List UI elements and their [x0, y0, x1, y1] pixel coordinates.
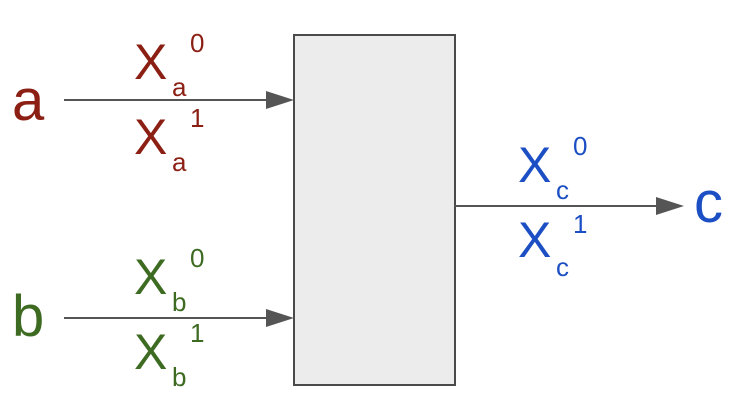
- wire-c: [455, 197, 684, 215]
- label-a-0: X a 0: [134, 28, 204, 102]
- label-b-1-sub: b: [172, 362, 186, 392]
- label-a-1: X a 1: [134, 103, 204, 177]
- label-a-0-sup: 0: [190, 28, 204, 58]
- label-c-0-sup: 0: [573, 131, 587, 161]
- label-b-0: X b 0: [134, 243, 204, 317]
- label-a-1-base: X: [134, 109, 167, 165]
- label-b-0-sup: 0: [190, 243, 204, 273]
- label-c-0-base: X: [518, 137, 551, 193]
- arrowhead-a-icon: [266, 91, 294, 109]
- arrowhead-c-icon: [656, 197, 684, 215]
- label-a-1-sup: 1: [190, 103, 204, 133]
- label-c-0: X c 0: [518, 131, 587, 205]
- label-b-1-sup: 1: [190, 318, 204, 348]
- label-c-1-sub: c: [556, 252, 569, 282]
- label-c-1-sup: 1: [573, 209, 587, 239]
- label-b-1: X b 1: [134, 318, 204, 392]
- input-name-a: a: [12, 68, 45, 133]
- wire-a: [64, 91, 294, 109]
- label-b-1-base: X: [134, 324, 167, 380]
- label-a-1-sub: a: [172, 147, 187, 177]
- input-name-b: b: [12, 284, 44, 349]
- label-c-1-base: X: [518, 212, 551, 268]
- output-name-c: c: [694, 170, 723, 235]
- label-a-0-sub: a: [172, 72, 187, 102]
- label-c-0-sub: c: [556, 175, 569, 205]
- arrowhead-b-icon: [266, 309, 294, 327]
- label-a-0-base: X: [134, 34, 167, 90]
- gate-box: [293, 34, 456, 386]
- label-b-0-base: X: [134, 249, 167, 305]
- label-b-0-sub: b: [172, 287, 186, 317]
- wire-b: [64, 309, 294, 327]
- label-c-1: X c 1: [518, 209, 587, 282]
